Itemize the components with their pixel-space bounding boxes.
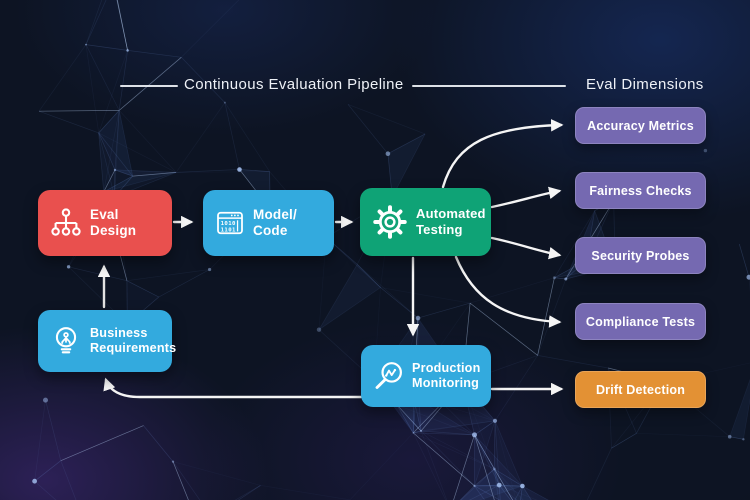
node-eval-design: Eval Design (38, 190, 172, 256)
dimension-label: Drift Detection (595, 382, 686, 397)
dimension-label: Fairness Checks (589, 183, 692, 198)
gear-icon (371, 203, 409, 241)
node-label: Automated Testing (416, 206, 486, 237)
node-model-code: 1010 1101 Model/ Code (203, 190, 334, 256)
pipeline-title: Continuous Evaluation Pipeline (184, 76, 404, 93)
node-production-monitoring: Production Monitoring (361, 345, 491, 407)
arrow-automated-testing-to-fairness-checks (490, 186, 562, 209)
arrow-automated-testing-to-security-probes (490, 236, 562, 260)
node-label: Business Requirements (90, 325, 177, 355)
node-business-requirements: Business Requirements (38, 310, 176, 372)
arrow-production-monitoring-to-business-requirements (103, 377, 363, 399)
node-automated-testing: Automated Testing (360, 188, 491, 256)
magnifier-chart-icon (372, 360, 405, 393)
svg-text:1010: 1010 (221, 221, 236, 227)
dimension-label: Compliance Tests (585, 314, 696, 329)
lightbulb-icon (49, 324, 83, 358)
dimension-label: Security Probes (591, 248, 690, 263)
dimension-label: Accuracy Metrics (587, 118, 694, 133)
arrow-automated-testing-to-accuracy-metrics (441, 119, 564, 189)
header-rule-right (412, 85, 566, 87)
svg-text:1101: 1101 (221, 227, 236, 233)
dimension-compliance-tests: Compliance Tests (575, 303, 706, 340)
node-label: Production Monitoring (412, 360, 481, 390)
dimension-security-probes: Security Probes (575, 237, 706, 274)
node-label: Eval Design (90, 206, 137, 238)
eval-dimensions-title: Eval Dimensions (586, 76, 704, 93)
header-rule-left (120, 85, 178, 87)
dimension-fairness-checks: Fairness Checks (575, 172, 706, 209)
hierarchy-icon (49, 206, 83, 240)
node-label: Model/ Code (253, 206, 297, 238)
arrow-automated-testing-to-compliance-tests (454, 255, 562, 328)
dimension-accuracy-metrics: Accuracy Metrics (575, 107, 706, 144)
dimension-drift-detection: Drift Detection (575, 371, 706, 408)
binary-window-icon: 1010 1101 (214, 207, 246, 239)
